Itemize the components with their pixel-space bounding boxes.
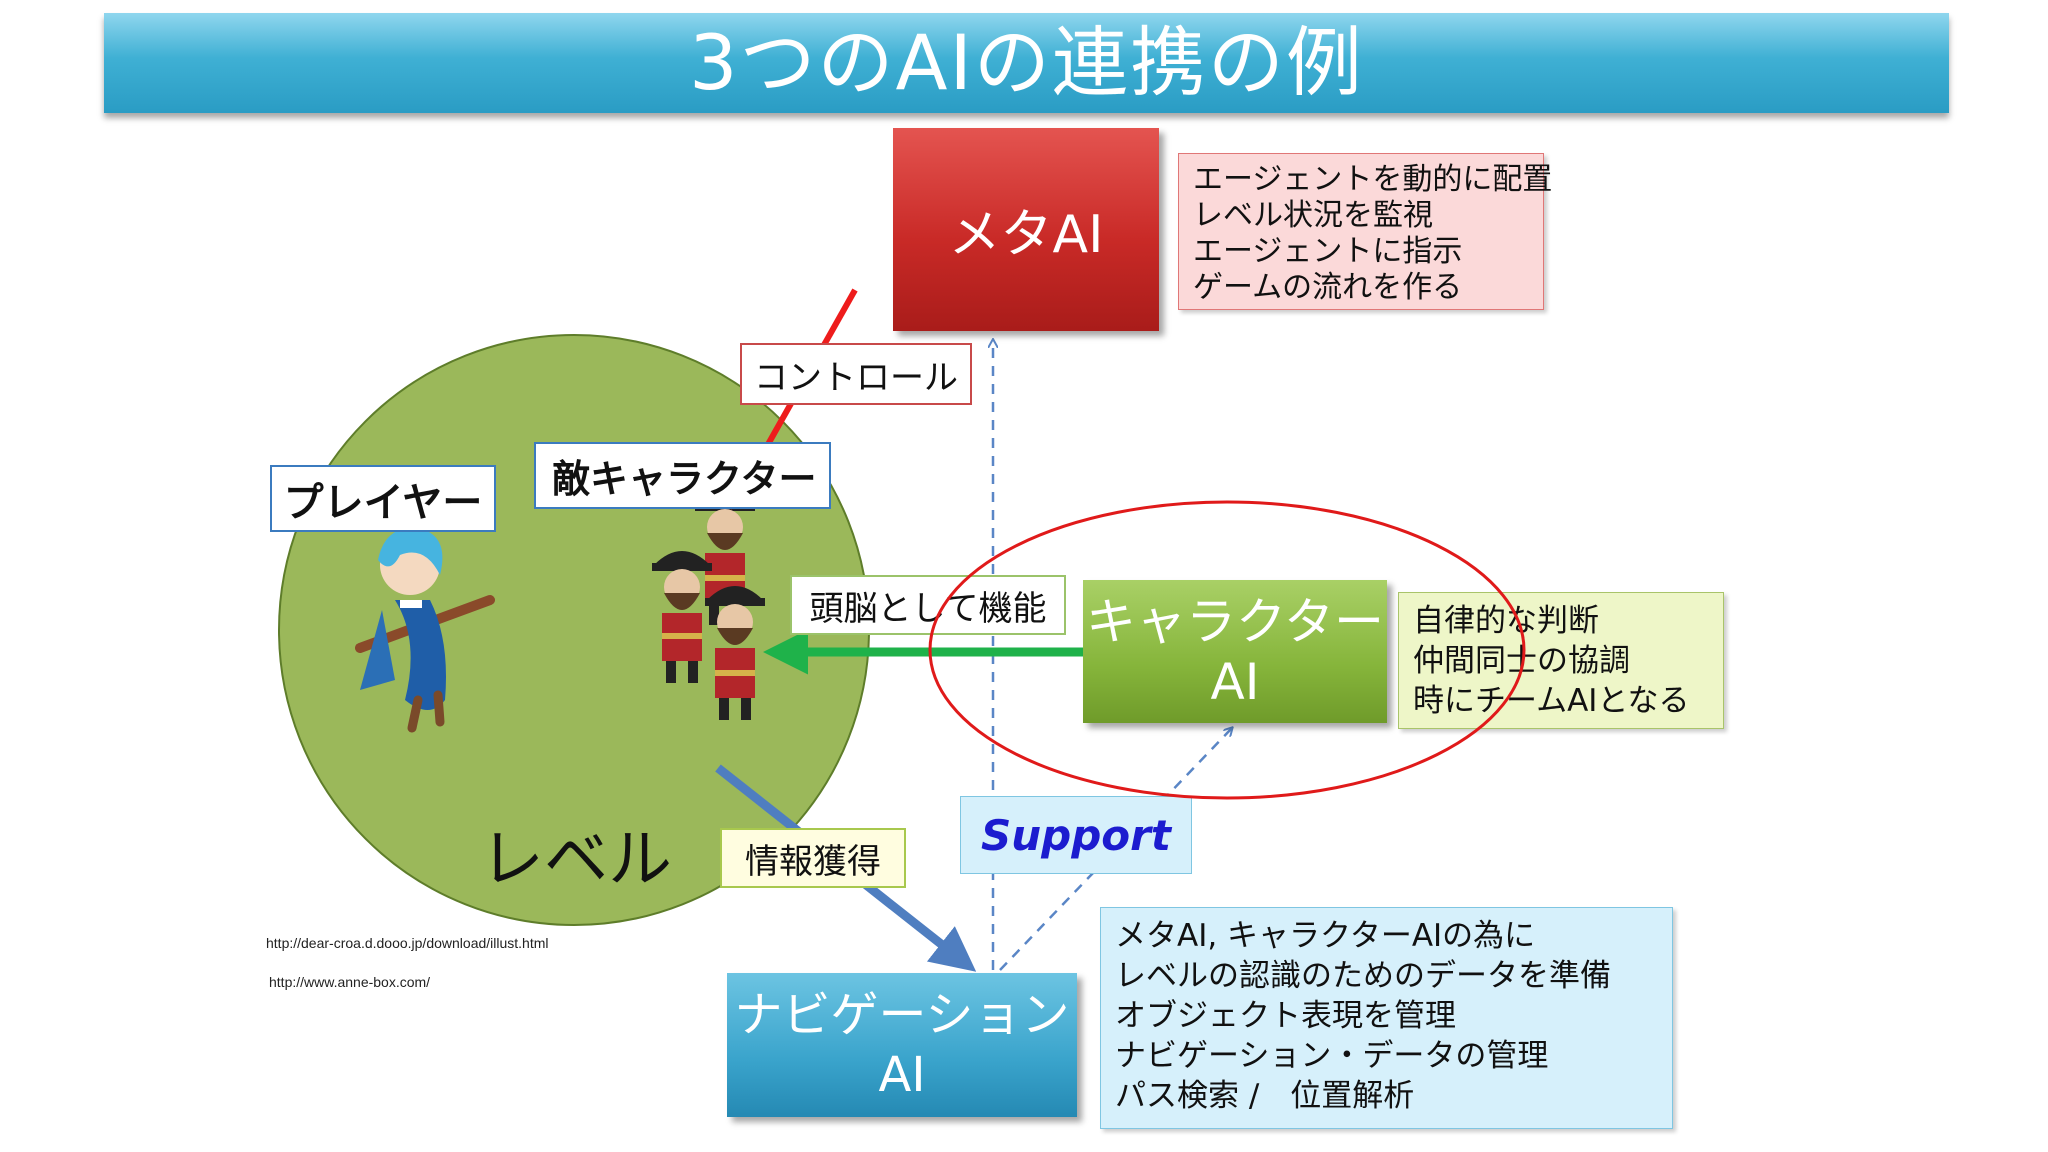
character-ai-box: キャラクター AI	[1083, 580, 1387, 723]
navigation-ai-label-line1: ナビゲーション	[734, 987, 1070, 1043]
navigation-ai-note: オブジェクト表現を管理	[1115, 998, 1456, 1034]
credit-url-1[interactable]: http://dear-croa.d.dooo.jp/download/illu…	[266, 935, 549, 951]
meta-ai-note: エージェントを動的に配置	[1193, 162, 1553, 197]
character-ai-note: 仲間同士の協調	[1413, 643, 1630, 679]
navigation-ai-label-line2: AI	[878, 1047, 926, 1103]
enemy-characters-illustration	[652, 491, 765, 720]
player-character-illustration	[355, 527, 495, 733]
navigation-ai-notes: メタAI, キャラクターAIの為に レベルの認識のためのデータを準備 オブジェク…	[1100, 907, 1673, 1129]
meta-ai-note: レベル状況を監視	[1193, 198, 1433, 233]
enemy-label: 敵キャラクター	[534, 442, 831, 509]
meta-ai-note: エージェントに指示	[1193, 234, 1463, 269]
info-label: 情報獲得	[720, 828, 906, 888]
credit-url-2[interactable]: http://www.anne-box.com/	[269, 974, 431, 990]
character-ai-label-line2: AI	[1210, 652, 1260, 711]
meta-ai-label: メタAI	[948, 205, 1104, 265]
meta-ai-notes: エージェントを動的に配置 レベル状況を監視 エージェントに指示 ゲームの流れを作…	[1178, 153, 1553, 310]
support-label: Support	[960, 796, 1192, 874]
character-ai-note: 自律的な判断	[1413, 603, 1599, 639]
character-ai-note: 時にチームAIとなる	[1413, 683, 1690, 719]
meta-ai-note: ゲームの流れを作る	[1193, 270, 1463, 305]
navigation-ai-note: レベルの認識のためのデータを準備	[1115, 958, 1611, 994]
navigation-ai-note: パス検索 / 位置解析	[1115, 1078, 1415, 1114]
character-ai-label-line1: キャラクター	[1086, 592, 1384, 651]
navigation-ai-note: メタAI, キャラクターAIの為に	[1115, 918, 1536, 954]
slide-title: 3つのAIの連携の例	[104, 13, 1949, 113]
navigation-ai-box: ナビゲーション AI	[727, 973, 1077, 1117]
character-ai-notes: 自律的な判断 仲間同士の協調 時にチームAIとなる	[1398, 592, 1724, 729]
player-label: プレイヤー	[270, 465, 496, 532]
meta-ai-box: メタAI	[893, 128, 1159, 331]
level-label: レベル	[480, 823, 672, 897]
brain-label: 頭脳として機能	[790, 575, 1066, 635]
navigation-ai-note: ナビゲーション・データの管理	[1115, 1038, 1549, 1074]
control-label: コントロール	[740, 343, 972, 405]
